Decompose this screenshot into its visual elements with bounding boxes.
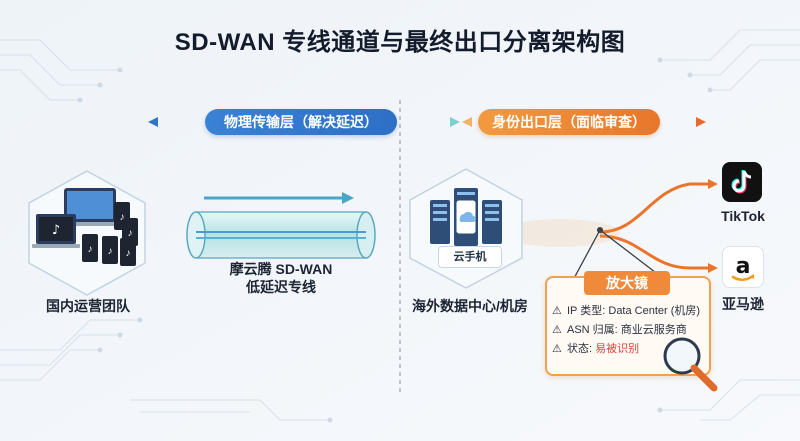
svg-text:a: a — [736, 254, 751, 279]
svg-text:♪: ♪ — [120, 212, 125, 223]
magnifier-title: 放大镜 — [584, 271, 670, 295]
svg-text:♪: ♪ — [128, 228, 133, 239]
svg-text:♪: ♪ — [52, 223, 60, 238]
phone-icon: ♪ ♪ ♪ ♪ ♪ — [82, 202, 138, 266]
amazon-label: 亚马逊 — [722, 296, 764, 312]
status-row: ⚠ 状态: 易被识别 — [552, 340, 639, 356]
status-value: 易被识别 — [595, 343, 640, 355]
svg-text:♪: ♪ — [108, 246, 113, 257]
domestic-team-node: ♪ ♪ ♪ ♪ ♪ ♪ — [28, 170, 146, 296]
datacenter-label: 海外数据中心/机房 — [412, 298, 528, 314]
warning-icon: ⚠ — [552, 343, 562, 355]
warning-icon: ⚠ — [552, 305, 562, 317]
asn-value: 商业云服务商 — [620, 324, 687, 336]
tiktok-icon — [722, 162, 762, 202]
domestic-team-label: 国内运营团队 — [46, 298, 130, 314]
cloud-phone-label: 云手机 — [438, 246, 502, 268]
ip-type-value: Data Center (机房) — [608, 305, 701, 317]
page-title: SD-WAN 专线通道与最终出口分离架构图 — [174, 29, 626, 56]
ip-type-label: IP 类型: — [567, 305, 606, 317]
svg-text:♪: ♪ — [126, 248, 131, 259]
laptop-icon: ♪ — [32, 188, 120, 248]
svg-text:♪: ♪ — [88, 244, 93, 255]
identity-layer-pill: 身份出口层（面临审查） — [478, 109, 660, 135]
tunnel-label: 摩云腾 SD-WAN 低延迟专线 — [196, 260, 366, 296]
warning-icon: ⚠ — [552, 324, 562, 336]
asn-row: ⚠ ASN 归属: 商业云服务商 — [552, 321, 687, 337]
amazon-icon: a — [722, 246, 764, 288]
asn-label: ASN 归属: — [567, 324, 618, 336]
magnifier-icon — [663, 337, 718, 392]
cloud-phone-icon — [455, 199, 477, 235]
tunnel-label-line1: 摩云腾 SD-WAN — [229, 261, 333, 277]
tunnel-label-line2: 低延迟专线 — [246, 279, 316, 295]
datacenter-node — [409, 168, 523, 289]
tiktok-label: TikTok — [721, 208, 765, 224]
ip-type-row: ⚠ IP 类型: Data Center (机房) — [552, 302, 700, 318]
physical-layer-pill: 物理传输层（解决延迟） — [205, 109, 397, 135]
status-label: 状态: — [567, 343, 593, 355]
sdwan-tunnel — [186, 192, 376, 259]
